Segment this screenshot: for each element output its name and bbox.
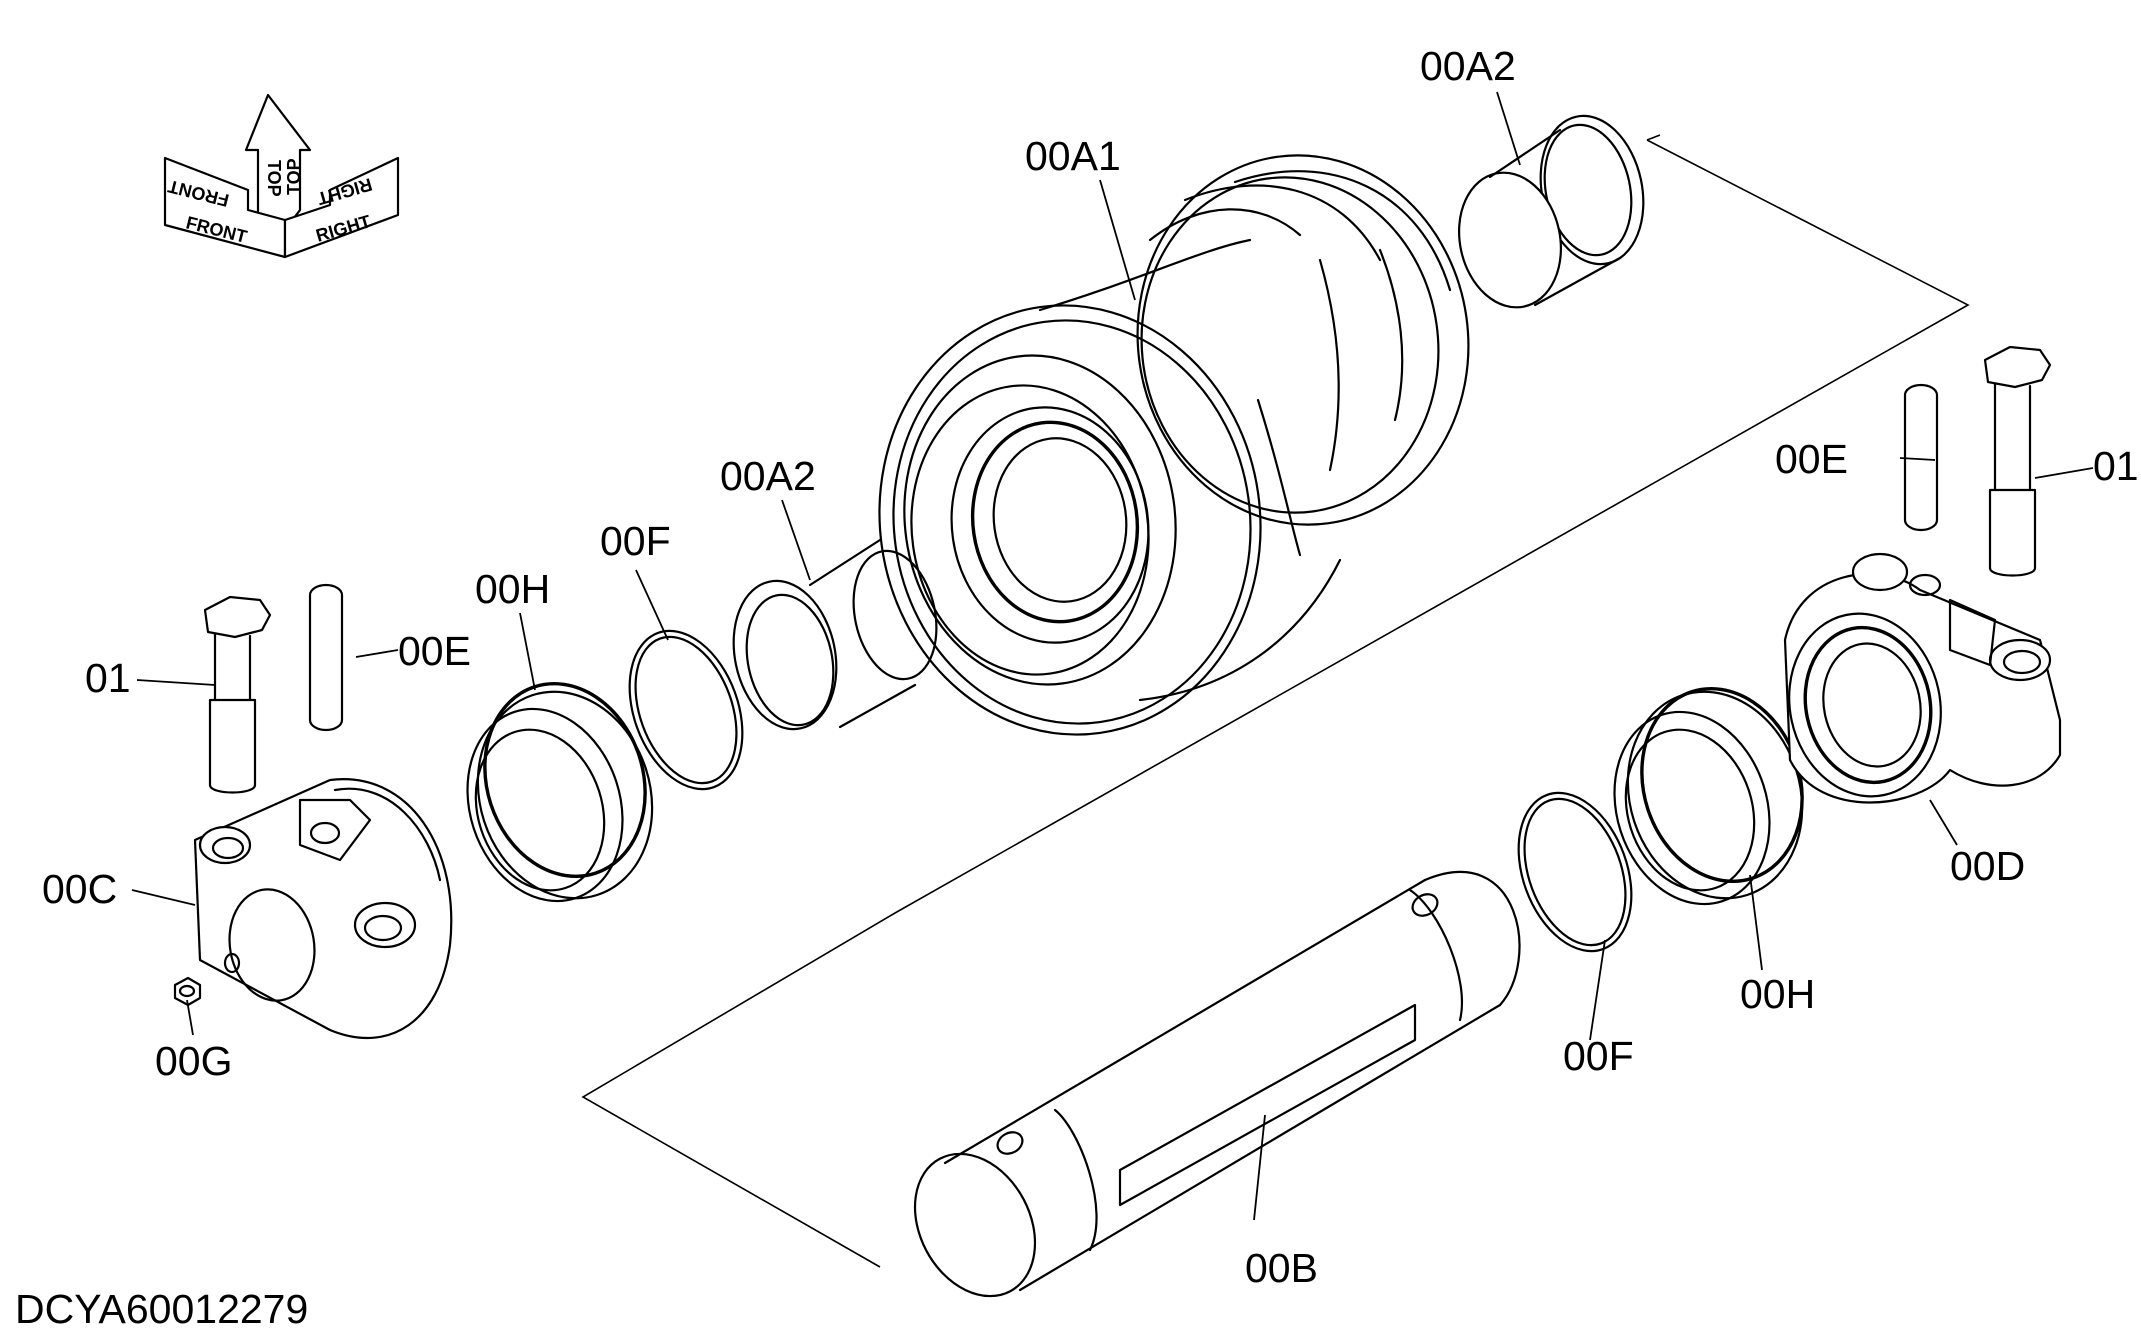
collar-left: [193, 778, 453, 1040]
callout-seal-right: 00H: [1740, 971, 1815, 1017]
oring-left: [628, 629, 744, 791]
callout-roller-shell: 00A1: [1025, 133, 1121, 179]
callout-bushing-left: 00A2: [720, 453, 816, 499]
orientation-top-label: TOP: [264, 160, 284, 197]
callout-bolt-left: 01: [85, 655, 131, 701]
callout-plug: 00G: [155, 1038, 233, 1084]
callout-pin-left: 00E: [398, 628, 471, 674]
callout-collar-left: 00C: [42, 866, 117, 912]
leader-lines: [131, 91, 2094, 1221]
callout-pin-right: 00E: [1775, 436, 1848, 482]
roller-shell: [878, 154, 1470, 736]
assembly-frame: [581, 139, 1970, 1268]
plug: [173, 976, 202, 1007]
oring-right-inner: [1523, 797, 1627, 947]
callout-collar-right: 00D: [1950, 843, 2025, 889]
bushing-upper: [1457, 114, 1645, 309]
oring-left-inner: [634, 635, 738, 785]
orientation-top-label-mirror: TOP: [284, 158, 304, 195]
shaft: [913, 871, 1521, 1298]
callout-oring-right: 00F: [1563, 1033, 1634, 1079]
reference-code: DCYA60012279: [15, 1286, 308, 1332]
callout-seal-left: 00H: [475, 566, 550, 612]
callout-shaft: 00B: [1245, 1245, 1318, 1291]
bolt-left: [203, 595, 272, 794]
collar-right: [1783, 552, 2062, 804]
bolt-right: [1983, 345, 2052, 577]
orientation-indicator-icon: FRONT FRONT TOP TOP RIGHT RIGHT: [163, 93, 400, 259]
callout-bushing-upper: 00A2: [1420, 43, 1516, 89]
callout-oring-left: 00F: [600, 518, 671, 564]
pin-left: [308, 583, 344, 732]
pin-right: [1903, 383, 1939, 532]
callout-bolt-right: 01: [2093, 443, 2139, 489]
oring-right: [1517, 791, 1633, 953]
bushing-left: [732, 538, 938, 731]
seal-left: [466, 682, 654, 903]
